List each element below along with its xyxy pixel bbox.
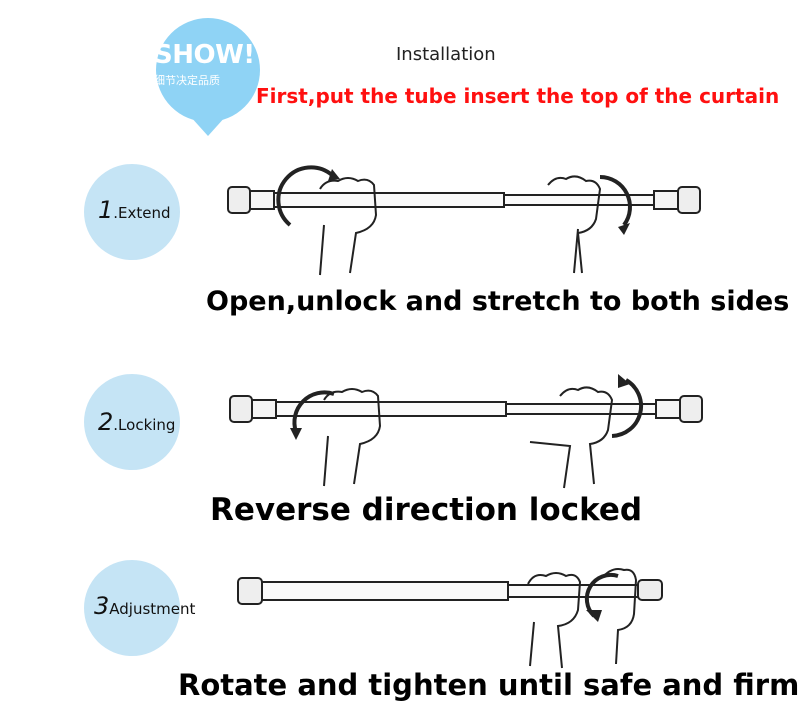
step-1-label: 1.Extend [98,196,171,224]
step-3-label: 3Adjustment [94,592,195,620]
step-2-caption: Reverse direction locked [210,492,643,528]
step-2-word: .Locking [113,416,176,434]
page-title: Installation [396,44,496,65]
step-2-number: 2 [98,408,114,436]
step-1-number: 1 [98,196,114,224]
step-3-illustration [237,568,663,669]
step-3-number: 3 [94,592,110,620]
step-1-word: .Extend [113,204,171,222]
step-2-circle [84,374,180,470]
badge-subtitle: 细节决定品质 [154,74,220,87]
step-1-illustration [227,165,701,276]
badge-title: SHOW! [154,40,255,70]
step-1-caption: Open,unlock and stretch to both sides [206,286,790,317]
step-3-caption: Rotate and tighten until safe and firm [178,668,800,702]
step-3-circle [84,560,180,656]
step-1-circle [84,164,180,260]
step-2-label: 2.Locking [98,408,175,436]
first-step-instruction: First,put the tube insert the top of the… [256,84,780,108]
step-3-word: Adjustment [109,600,196,618]
show-badge [156,18,260,136]
step-2-illustration [229,374,703,489]
